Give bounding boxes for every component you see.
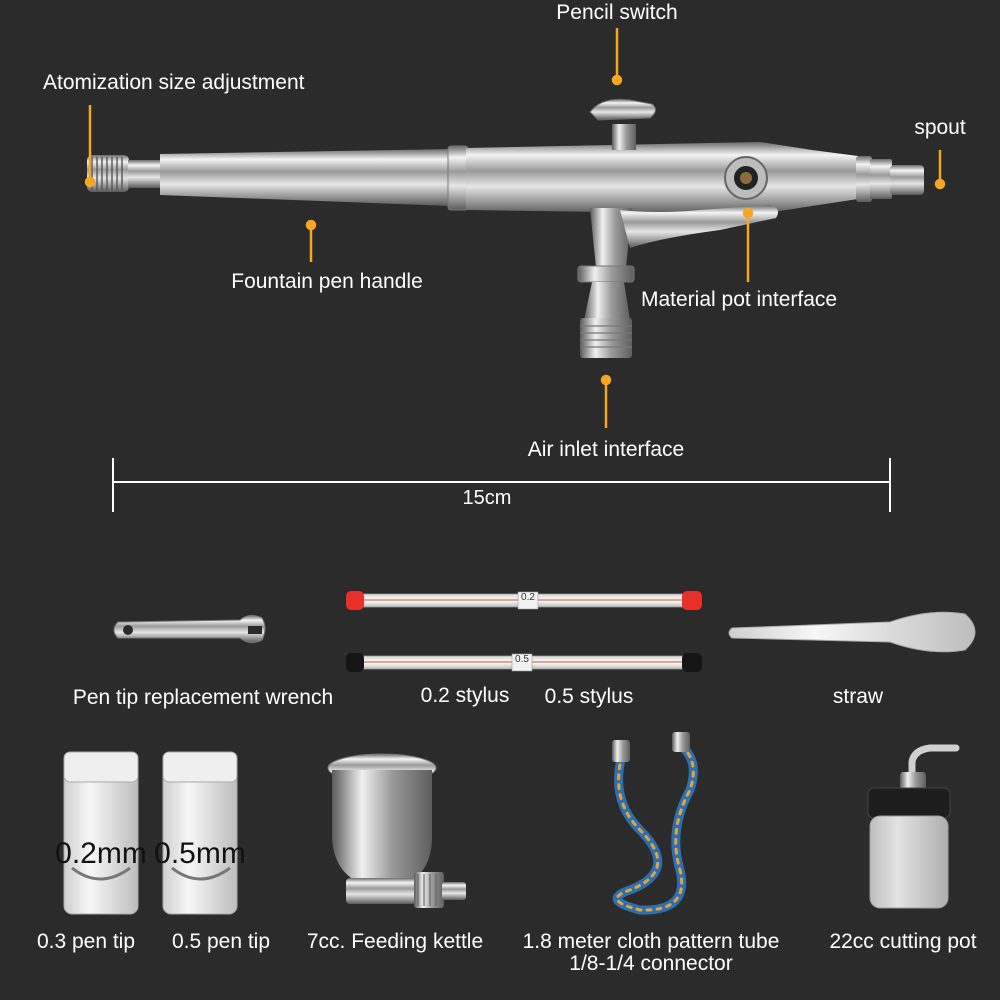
jar-label-right: 0.5mm	[154, 837, 246, 870]
jar-0-3	[63, 751, 139, 915]
wrench	[113, 614, 266, 644]
needle-0-5	[346, 653, 702, 672]
dimension-line	[112, 458, 891, 512]
needle-0-2	[346, 591, 702, 610]
label-pot-interface: Material pot interface	[641, 288, 838, 311]
spout-nozzle	[890, 165, 924, 195]
label-tube-line1: 1.8 meter cloth pattern tube	[522, 930, 780, 953]
label-handle: Fountain pen handle	[231, 270, 423, 293]
braided-hose	[612, 732, 698, 915]
label-kettle: 7cc. Feeding kettle	[306, 930, 484, 953]
label-stylus-02: 0.2 stylus	[420, 684, 510, 707]
callout-lines	[84, 28, 946, 428]
needle-tag-bottom: 0.5	[515, 654, 529, 665]
jar-0-5	[162, 751, 238, 915]
label-straw: straw	[832, 685, 884, 708]
straw	[728, 611, 976, 653]
label-pot: 22cc cutting pot	[829, 930, 977, 953]
air-inlet-fitting	[580, 318, 632, 358]
fountain-pen-handle	[160, 149, 452, 206]
feeding-kettle	[327, 753, 466, 908]
label-dimension: 15cm	[462, 487, 512, 509]
needle-tag-top: 0.2	[521, 592, 535, 603]
jar-label-left: 0.2mm	[55, 837, 147, 870]
label-tube-line2: 1/8-1/4 connector	[569, 952, 733, 975]
label-wrench: Pen tip replacement wrench	[72, 686, 334, 709]
label-spout: spout	[914, 116, 966, 139]
airbrush	[87, 98, 924, 358]
cutting-pot	[867, 744, 960, 909]
label-tip-05: 0.5 pen tip	[171, 930, 271, 953]
label-pencil-switch: Pencil switch	[556, 1, 678, 24]
trigger-button	[589, 98, 656, 121]
label-tip-03: 0.3 pen tip	[36, 930, 136, 953]
label-stylus-05: 0.5 stylus	[544, 685, 634, 708]
label-air-inlet: Air inlet interface	[527, 438, 685, 461]
label-atomization: Atomization size adjustment	[43, 71, 305, 94]
